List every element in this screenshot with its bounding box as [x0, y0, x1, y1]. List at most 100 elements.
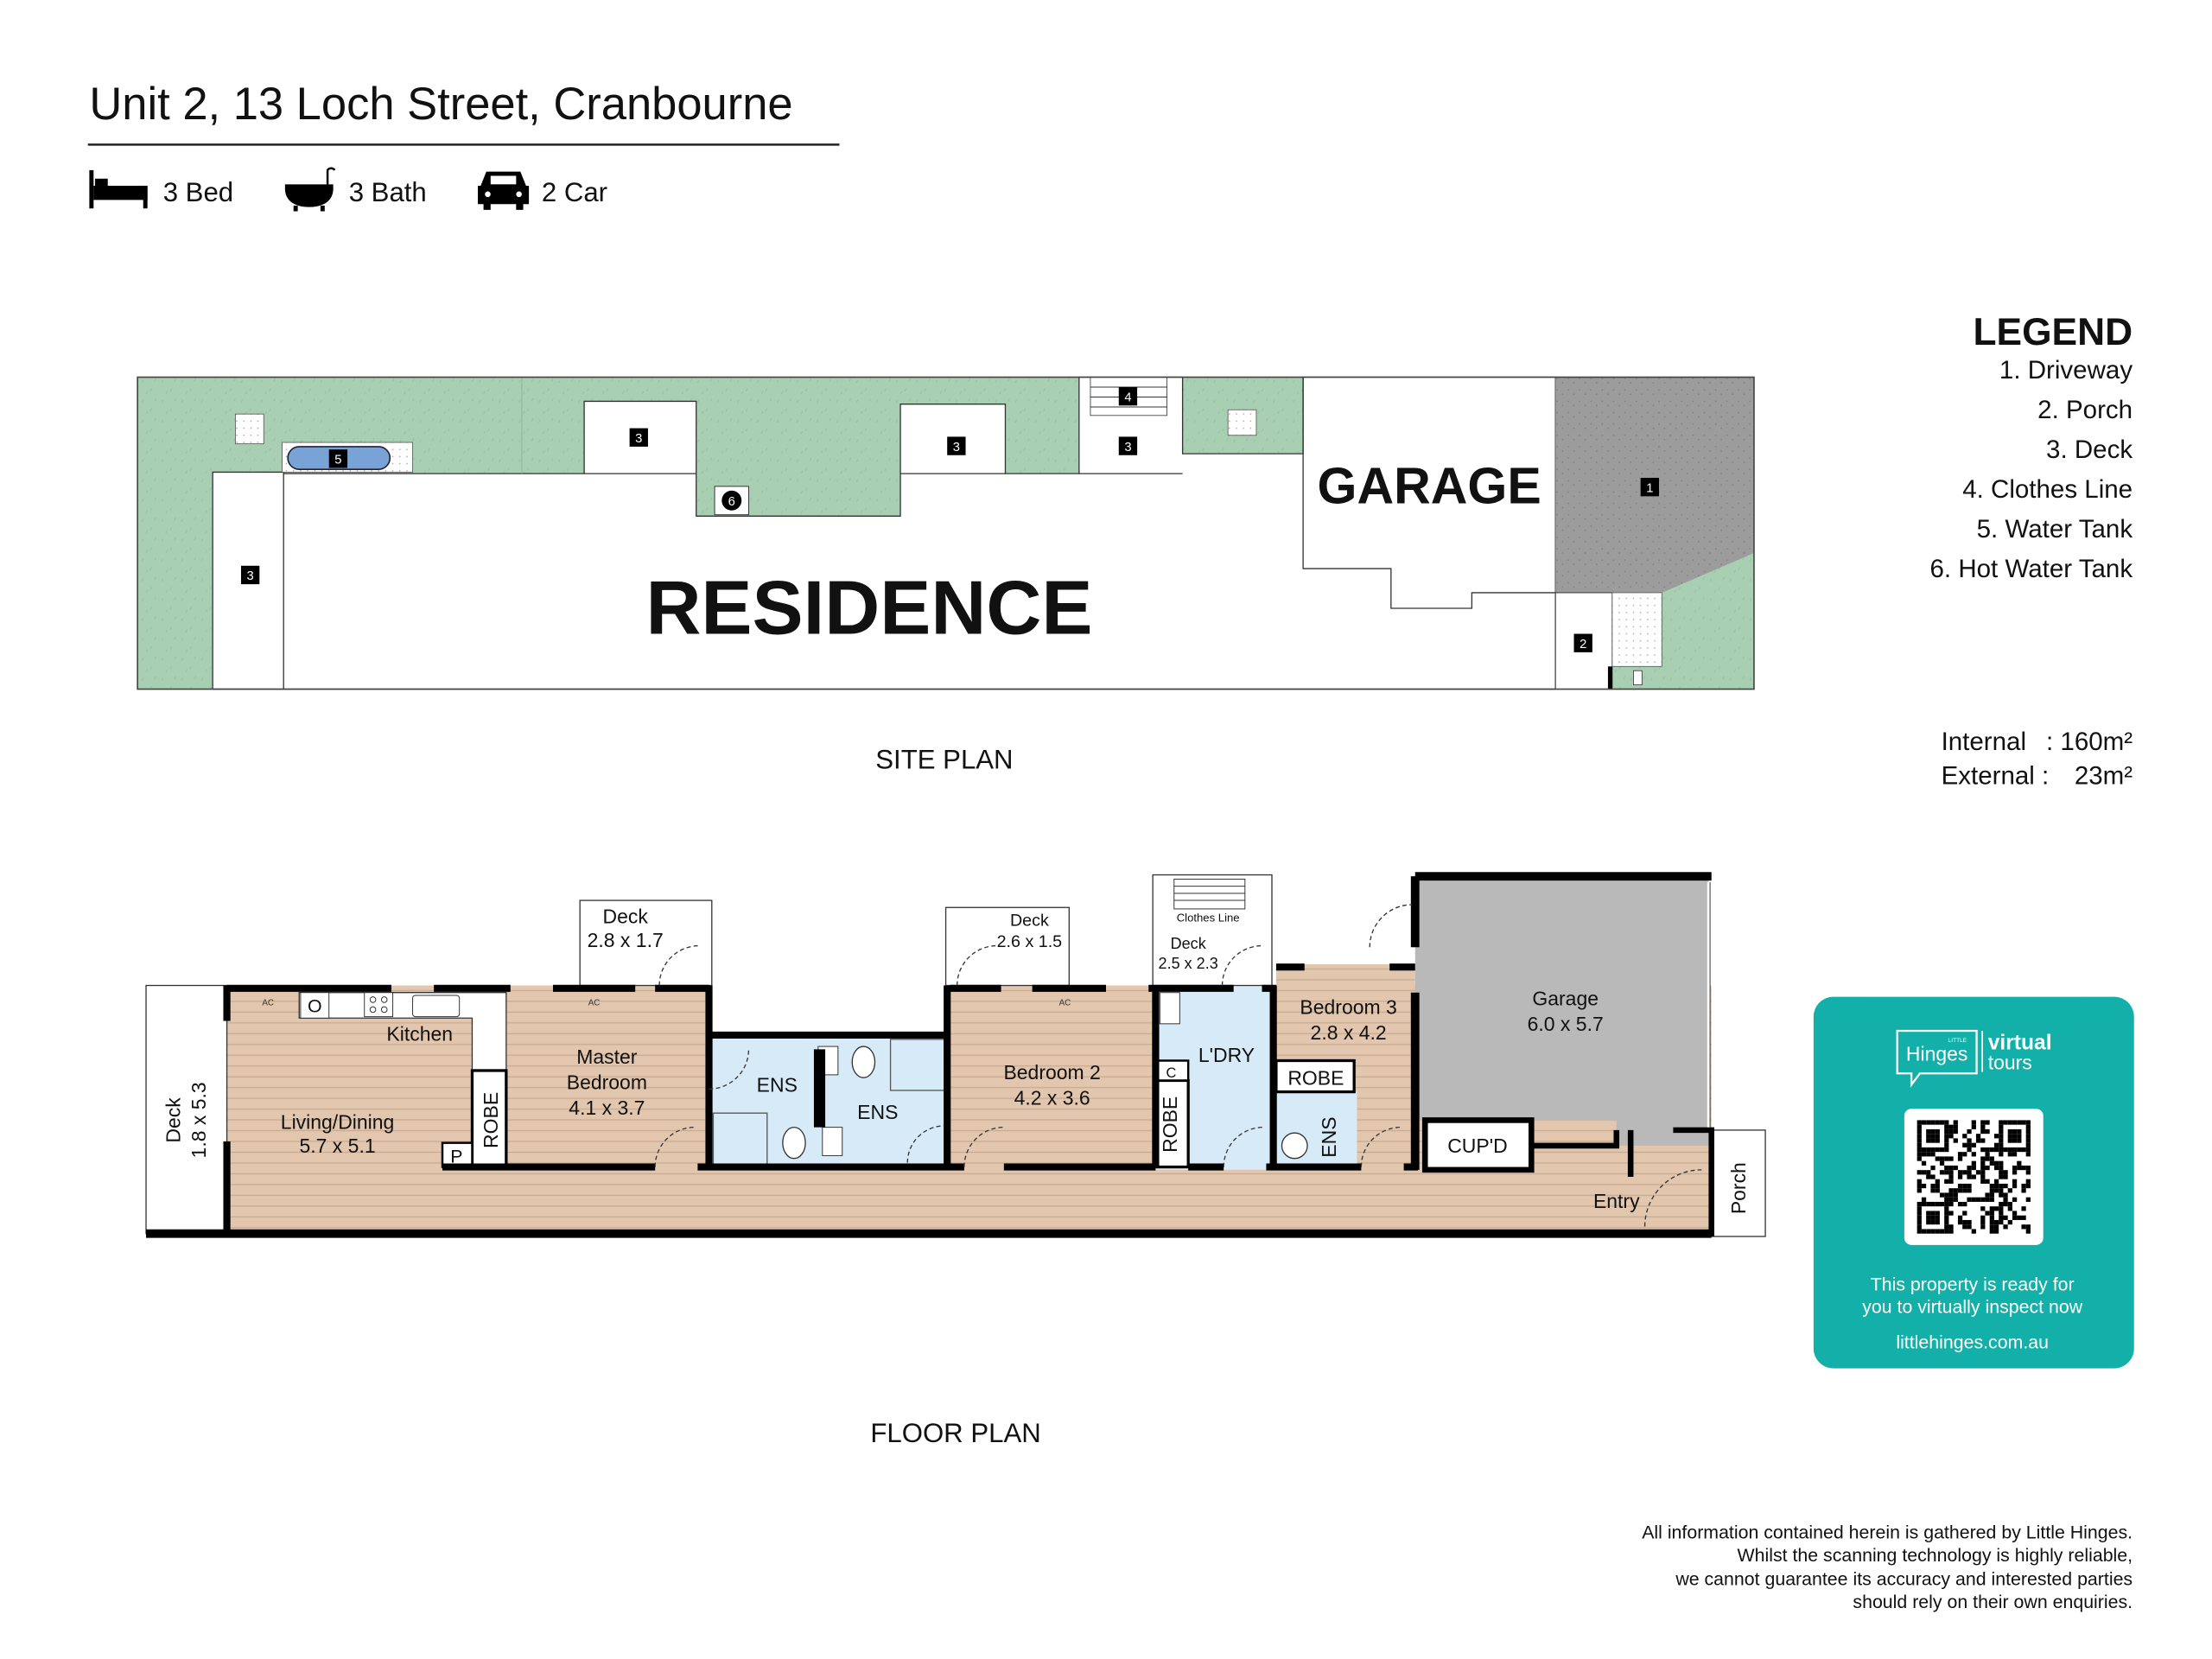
deck-master-dim: 2.8 x 1.7: [588, 929, 664, 951]
deck-laundry-dim: 2.5 x 2.3: [1159, 955, 1218, 972]
legend-item: 5. Water Tank: [1977, 515, 2133, 543]
bed-icon: [89, 169, 148, 209]
robe-label: ROBE: [1287, 1066, 1344, 1089]
master-label: Bedroom: [567, 1071, 647, 1093]
marker-deck: 3: [629, 428, 648, 447]
marker-deck: 3: [240, 565, 260, 585]
promo-line-2: you to virtually inspect now: [1862, 1297, 2082, 1318]
legend-item: 3. Deck: [2046, 435, 2133, 464]
property-title: Unit 2, 13 Loch Street, Cranbourne: [89, 79, 792, 130]
legend-item: 6. Hot Water Tank: [1930, 555, 2133, 583]
qr-code[interactable]: [1916, 1120, 2031, 1234]
svg-text:3: 3: [635, 432, 642, 446]
marker-water-tank: 5: [328, 449, 348, 468]
virtual-tour-card[interactable]: LITTLE Hinges virtual tours This propert…: [1813, 996, 2134, 1369]
cupboard: [1421, 1117, 1535, 1173]
ensuite-label: ENS: [1318, 1116, 1340, 1157]
car-icon: [478, 171, 530, 210]
site-plan: GARAGE RESIDENCE 1 2 3 3 3 3 4 5 6 SITE …: [137, 376, 1755, 774]
site-plan-label: SITE PLAN: [875, 744, 1013, 774]
deck-bedroom-2: [944, 906, 1070, 987]
toilet-icon: [851, 1046, 876, 1078]
ac-label: AC: [1059, 998, 1071, 1007]
master-label: Master: [576, 1046, 638, 1068]
internal-area-label: Internal: [1942, 728, 2026, 756]
external-area-value: 23m²: [2075, 761, 2133, 790]
bath-count: 3 Bath: [349, 177, 427, 207]
deck-left: [145, 984, 228, 1235]
robe-bedroom-2: [1154, 1078, 1190, 1169]
marker-clothes-line: 4: [1118, 387, 1138, 406]
master-dim: 4.1 x 3.7: [569, 1096, 645, 1119]
legend: LEGEND 1. Driveway 2. Porch 3. Deck 4. C…: [1930, 311, 2133, 583]
marker-deck: 3: [1118, 436, 1138, 455]
deck-bedroom-2-label: Deck: [1010, 912, 1049, 931]
porch: [1711, 1129, 1766, 1237]
svg-text:6: 6: [728, 495, 735, 509]
legend-item: 4. Clothes Line: [1962, 475, 2133, 504]
site-garage-label: GARAGE: [1318, 458, 1541, 515]
bedroom-3-label: Bedroom 3: [1300, 995, 1396, 1018]
robe-label: ROBE: [480, 1092, 502, 1148]
living-dining-label: Living/Dining: [281, 1110, 395, 1133]
svg-text:1: 1: [1646, 481, 1653, 495]
bedroom-3-dim: 2.8 x 4.2: [1311, 1021, 1387, 1044]
svg-text:virtual: virtual: [1988, 1031, 2052, 1054]
marker-driveway: 1: [1640, 478, 1659, 497]
external-area-label: External :: [1942, 761, 2050, 790]
promo-url-link[interactable]: littlehinges.com.au: [1896, 1332, 2049, 1353]
svg-text:LITTLE: LITTLE: [1948, 1038, 1967, 1044]
disclaimer-line: Whilst the scanning technology is highly…: [1737, 1545, 2133, 1566]
little-hinges-logo: LITTLE Hinges virtual tours: [1896, 1029, 2052, 1088]
shower-icon: [712, 1112, 768, 1165]
deck-left-label: Deck: [162, 1097, 184, 1143]
svg-text:3: 3: [1124, 441, 1131, 454]
garage-area: [1414, 876, 1709, 1146]
disclaimer-line: we cannot guarantee its accuracy and int…: [1675, 1569, 2133, 1590]
pantry: [441, 1141, 474, 1168]
floor-plan-label: FLOOR PLAN: [870, 1418, 1040, 1448]
legend-item: 2. Porch: [2037, 396, 2133, 424]
car-count: 2 Car: [542, 177, 607, 207]
deck-laundry-label: Deck: [1171, 935, 1207, 952]
svg-text:Hinges: Hinges: [1906, 1042, 1968, 1065]
oven-label: O: [308, 996, 322, 1017]
header: Unit 2, 13 Loch Street, Cranbourne 3 Bed…: [87, 79, 840, 212]
shower-icon: [889, 1039, 945, 1091]
deck-left-dim: 1.8 x 5.3: [188, 1082, 210, 1158]
living-dining-dim: 5.7 x 5.1: [300, 1135, 376, 1157]
vanity-icon: [822, 1127, 843, 1156]
svg-text:4: 4: [1124, 391, 1131, 404]
deck-bedroom-2-dim: 2.6 x 1.5: [997, 932, 1063, 951]
disclaimer-line: should rely on their own enquiries.: [1853, 1592, 2133, 1612]
deck-master-label: Deck: [603, 905, 649, 927]
svg-text:3: 3: [247, 569, 254, 583]
legend-title: LEGEND: [1974, 311, 2133, 353]
floor-plan: AC AC AC O Kitchen Living/Dining 5.7 x 5…: [145, 872, 1766, 1448]
porch-label: Porch: [1727, 1162, 1750, 1214]
door-swings: [654, 904, 1702, 1227]
marker-deck: 3: [947, 436, 966, 455]
toilet-icon: [1281, 1132, 1308, 1160]
garage-label: Garage: [1532, 987, 1599, 1009]
disclaimer-line: All information contained herein is gath…: [1642, 1522, 2133, 1543]
garage-outline: [1302, 377, 1556, 609]
trough-icon: [1159, 992, 1180, 1025]
marker-hot-water-tank: 6: [721, 490, 742, 511]
clothes-line-label: Clothes Line: [1177, 912, 1240, 925]
cooktop-icon: [364, 992, 394, 1018]
entry-label: Entry: [1593, 1190, 1640, 1212]
cupboard-label: CUP'D: [1447, 1135, 1507, 1157]
area-summary: Internal : 160m² External : 23m²: [1942, 728, 2133, 790]
disclaimer: All information contained herein is gath…: [1642, 1522, 2133, 1612]
ensuite-label: ENS: [757, 1074, 798, 1096]
legend-item: 1. Driveway: [1999, 356, 2133, 385]
bedroom-2-dim: 4.2 x 3.6: [1014, 1086, 1090, 1109]
marker-porch: 2: [1573, 633, 1592, 652]
robe-label: ROBE: [1159, 1096, 1181, 1153]
svg-text:2: 2: [1580, 638, 1586, 652]
garage-dim: 6.0 x 5.7: [1528, 1013, 1604, 1035]
bed-count: 3 Bed: [163, 177, 233, 207]
cupboard-small-label: C: [1166, 1065, 1177, 1081]
ac-label: AC: [588, 998, 601, 1007]
